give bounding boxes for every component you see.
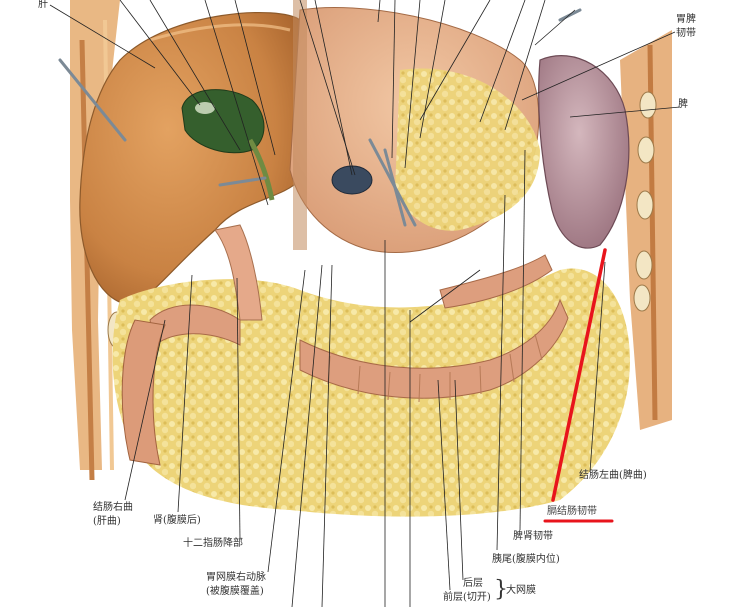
retractors	[58, 8, 582, 227]
brace-greater-omentum: }	[494, 577, 508, 602]
label-hepatic-flexure-2: (肝曲)	[93, 516, 121, 527]
label-splenorenal-ligament: 脾肾韧带	[513, 531, 553, 542]
highlight-pointer-line	[551, 248, 607, 502]
label-gastrosplenic-ligament-1: 胃脾	[676, 14, 696, 25]
label-posterior-layer: 后层	[463, 578, 483, 589]
label-hepatic-flexure-1: 结肠右曲	[93, 502, 133, 513]
label-anterior-layer: 前层(切开)	[443, 592, 491, 603]
leader-lines	[49, 0, 681, 607]
duodenum	[214, 224, 263, 321]
label-greater-omentum: 大网膜	[506, 585, 536, 596]
label-splenic-flexure: 结肠左曲(脾曲)	[579, 470, 647, 481]
label-spleen: 脾	[678, 99, 688, 110]
spleen	[538, 55, 630, 249]
label-right-gastroepiploic-2: (被腹膜覆盖)	[206, 586, 264, 597]
hepatic-flexure	[121, 319, 166, 466]
label-phrenicocolic-ligament: 膈结肠韧带	[547, 506, 597, 517]
liver	[79, 11, 301, 306]
right-abdominal-wall	[620, 30, 672, 430]
lesser-omentum-fat	[395, 68, 540, 231]
label-right-gastroepiploic-1: 胃网膜右动脉	[206, 572, 266, 583]
label-duodenum-descending: 十二指肠降部	[183, 538, 243, 549]
label-gastrosplenic-ligament-2: 韧带	[676, 28, 696, 39]
label-liver: 肝	[38, 0, 48, 10]
label-kidney: 肾(腹膜后)	[153, 515, 201, 526]
label-pancreas-tail: 胰尾(腹膜内位)	[492, 554, 560, 565]
